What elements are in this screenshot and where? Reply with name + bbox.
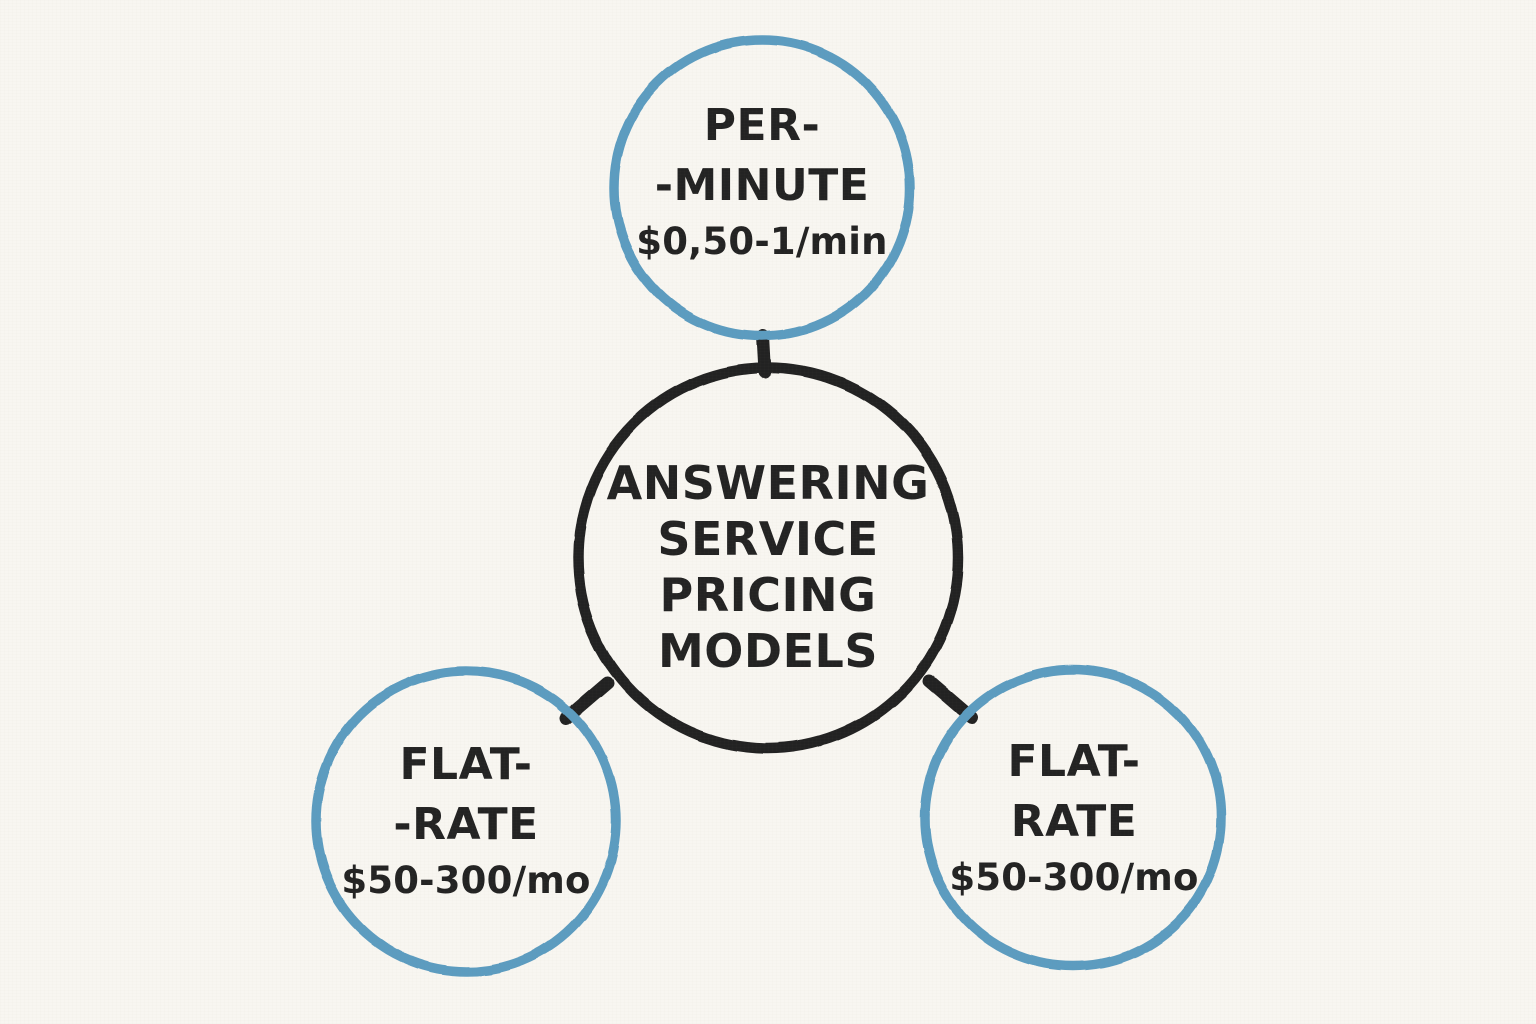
node-flat-rate-left-circle[interactable] (311, 666, 621, 976)
node-flat-rate-right-circle[interactable] (920, 665, 1226, 971)
node-center-circle[interactable] (572, 362, 964, 754)
node-per-minute-circle[interactable] (609, 35, 915, 341)
connector-group (559, 329, 979, 726)
